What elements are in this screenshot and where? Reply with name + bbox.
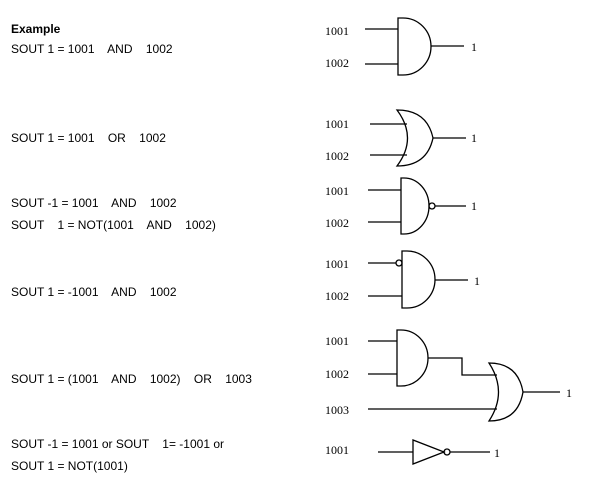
expression-or: SOUT 1 = 1001 OR 1002 (11, 131, 166, 145)
combo-or-gate-symbol (487, 362, 524, 422)
and-input-1-label: 1001 (325, 24, 349, 38)
and-or-combo-diagram: 1001 1002 1003 1 (325, 329, 572, 422)
combo-and-to-or-wire (428, 357, 497, 376)
example-heading: Example (11, 22, 61, 36)
nand-output-label: 1 (471, 199, 477, 213)
expression-not-line-2: SOUT 1 = NOT(1001) (11, 459, 128, 473)
inv-and-input-2-label: 1002 (325, 289, 349, 303)
combo-and-gate-symbol (396, 329, 429, 387)
nand-gate-symbol (400, 177, 430, 235)
or-input-2-label: 1002 (325, 149, 349, 163)
nand-gate-diagram: 1001 1002 1 (325, 177, 477, 235)
combo-input-3-label: 1003 (325, 403, 349, 417)
or-gate-symbol (395, 109, 434, 167)
expression-and-or: SOUT 1 = (1001 AND 1002) OR 1003 (11, 372, 252, 386)
expression-and-inverted-input: SOUT 1 = -1001 AND 1002 (11, 285, 177, 299)
combo-output-label: 1 (566, 386, 572, 400)
and-output-label: 1 (471, 40, 477, 54)
and-inverted-input-diagram: 1001 1002 1 (325, 250, 480, 309)
inv-and-input-1-label: 1001 (325, 257, 349, 271)
not-gate-symbol (412, 439, 446, 465)
expression-and: SOUT 1 = 1001 AND 1002 (11, 42, 173, 56)
or-gate-diagram: 1001 1002 1 (325, 109, 477, 167)
not-output-label: 1 (494, 446, 500, 460)
not-gate-diagram: 1001 1 (325, 439, 500, 465)
inv-and-gate-symbol (401, 250, 436, 309)
nand-input-2-label: 1002 (325, 216, 349, 230)
and-gate-diagram: 1001 1002 1 (325, 17, 477, 76)
nand-inversion-bubble (428, 202, 436, 210)
not-input-label: 1001 (325, 443, 349, 457)
or-output-label: 1 (471, 131, 477, 145)
and-input-2-label: 1002 (325, 56, 349, 70)
expression-not-line-1: SOUT -1 = 1001 or SOUT 1= -1001 or (11, 437, 224, 451)
expression-nand-line-2: SOUT 1 = NOT(1001 AND 1002) (11, 218, 216, 232)
combo-input-1-label: 1001 (325, 334, 349, 348)
expression-nand-line-1: SOUT -1 = 1001 AND 1002 (11, 196, 177, 210)
combo-input-2-label: 1002 (325, 367, 349, 381)
inv-and-input-bubble (395, 259, 403, 267)
nand-input-1-label: 1001 (325, 184, 349, 198)
and-gate-symbol (397, 17, 432, 76)
or-input-1-label: 1001 (325, 117, 349, 131)
inv-and-output-label: 1 (474, 274, 480, 288)
